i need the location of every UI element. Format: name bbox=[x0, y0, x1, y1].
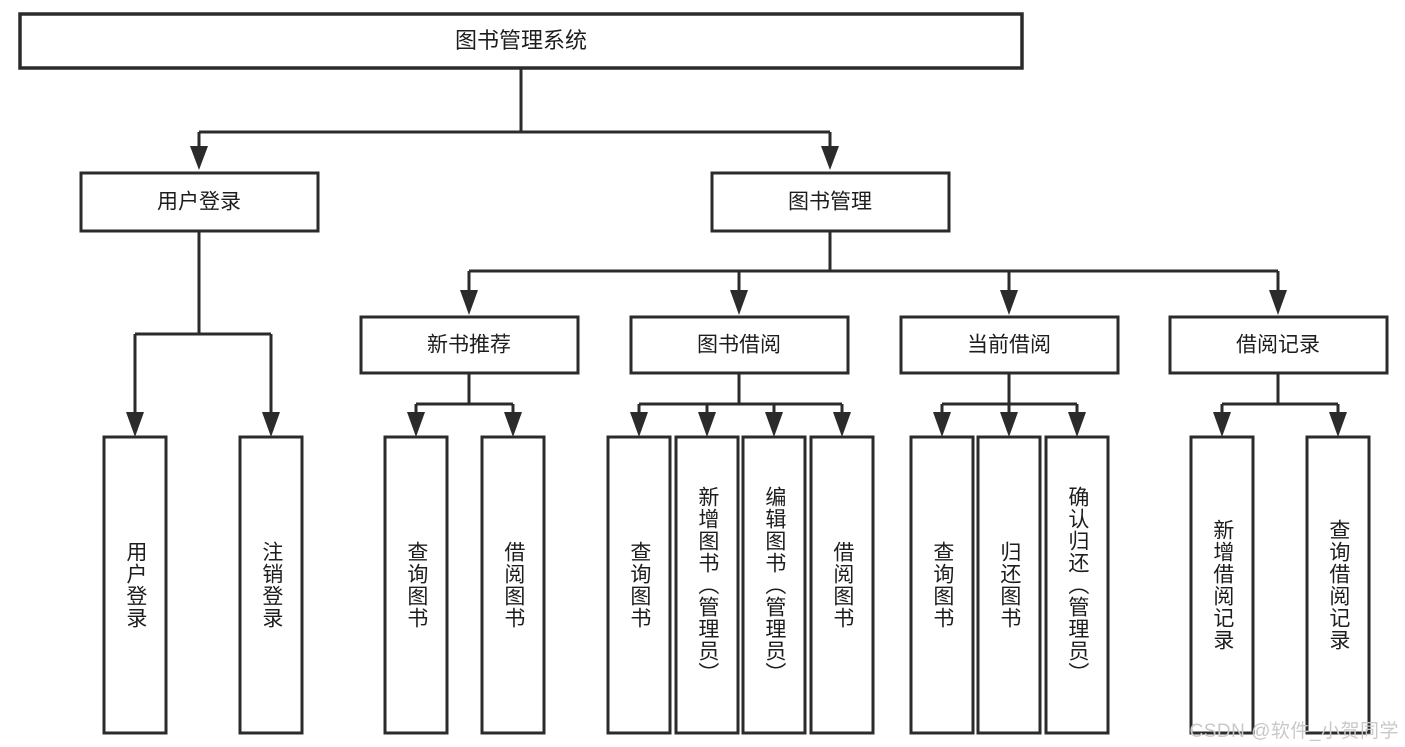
leaf-edit-book-admin-rect[interactable] bbox=[741, 435, 807, 735]
node-current-borrowing-label: 当前借阅 bbox=[967, 334, 1051, 357]
node-borrowing-records[interactable]: 借阅记录 bbox=[1168, 315, 1389, 375]
connector-user-login-to-leaves bbox=[126, 231, 280, 437]
arrow-head-new-book bbox=[460, 290, 478, 315]
leaf-return-books-rect[interactable] bbox=[976, 435, 1042, 735]
arrow-head-leaf-borrow-books-recommend bbox=[504, 412, 522, 437]
arrow-head-leaf-query-books-recommend bbox=[407, 412, 425, 437]
arrow-head-leaf-logout bbox=[262, 412, 280, 437]
csdn-watermark: CSDN @软件_小贺同学 bbox=[1189, 721, 1399, 742]
leaf-query-borrow-record-rect[interactable] bbox=[1305, 435, 1371, 735]
leaf-user-login-rect[interactable] bbox=[102, 435, 168, 735]
node-new-book-recommendation[interactable]: 新书推荐 bbox=[359, 315, 580, 375]
node-book-borrowing[interactable]: 图书借阅 bbox=[629, 315, 850, 375]
node-borrowing-records-label: 借阅记录 bbox=[1236, 334, 1320, 357]
leaf-query-books-recommend-rect[interactable] bbox=[383, 435, 449, 735]
node-book-management-label: 图书管理 bbox=[788, 191, 872, 214]
connector-borrowing-records-to-leaves bbox=[1213, 373, 1347, 437]
leaf-query-books-borrow-rect[interactable] bbox=[606, 435, 672, 735]
leaf-query-books-current-rect[interactable] bbox=[909, 435, 975, 735]
leaf-add-book-admin-rect[interactable] bbox=[674, 435, 740, 735]
arrow-head-leaf-query-books-borrow bbox=[630, 412, 648, 437]
arrow-head-leaf-query-books-current bbox=[933, 412, 951, 437]
node-new-book-recommendation-label: 新书推荐 bbox=[427, 334, 511, 357]
arrow-head-book-management bbox=[821, 146, 839, 170]
arrow-head-leaf-return-books bbox=[1000, 412, 1018, 437]
leaf-borrow-books-recommend-rect[interactable] bbox=[480, 435, 546, 735]
connector-book-management-to-level3 bbox=[460, 231, 1287, 315]
leaf-add-borrow-record-rect[interactable] bbox=[1189, 435, 1255, 735]
arrow-head-leaf-borrow-books bbox=[833, 412, 851, 437]
node-user-login-label: 用户登录 bbox=[157, 191, 241, 214]
arrow-head-borrowing-records bbox=[1269, 290, 1287, 315]
arrow-head-leaf-query-borrow-record bbox=[1329, 412, 1347, 437]
leaf-logout-rect[interactable] bbox=[238, 435, 304, 735]
connector-root-to-level2 bbox=[190, 68, 839, 170]
root-node-library-management-system[interactable]: 图书管理系统 bbox=[18, 12, 1024, 70]
arrow-head-book-borrowing bbox=[730, 290, 748, 315]
node-current-borrowing[interactable]: 当前借阅 bbox=[899, 315, 1120, 375]
node-user-login[interactable]: 用户登录 bbox=[79, 171, 320, 233]
arrow-head-leaf-add-borrow-record bbox=[1213, 412, 1231, 437]
node-new-book-recommendation-rect bbox=[359, 315, 580, 375]
arrow-head-user-login bbox=[190, 146, 208, 170]
node-user-login-rect bbox=[79, 171, 320, 233]
arrow-head-current-borrowing bbox=[1000, 290, 1018, 315]
root-node-rect bbox=[18, 12, 1024, 70]
arrow-head-leaf-user-login bbox=[126, 412, 144, 437]
arrow-head-leaf-add-book-admin bbox=[698, 412, 716, 437]
connector-current-borrowing-to-leaves bbox=[933, 373, 1086, 437]
root-node-label: 图书管理系统 bbox=[455, 28, 587, 53]
node-book-management[interactable]: 图书管理 bbox=[710, 171, 951, 233]
connector-new-book-to-leaves bbox=[407, 373, 522, 437]
arrow-head-leaf-edit-book-admin bbox=[765, 412, 783, 437]
node-book-borrowing-label: 图书借阅 bbox=[697, 334, 781, 357]
leaf-borrow-books-rect[interactable] bbox=[809, 435, 875, 735]
arrow-head-leaf-confirm-return-admin bbox=[1068, 412, 1086, 437]
node-current-borrowing-rect bbox=[899, 315, 1120, 375]
connector-book-borrowing-to-leaves bbox=[630, 373, 851, 437]
leaf-confirm-return-admin-rect[interactable] bbox=[1044, 435, 1110, 735]
